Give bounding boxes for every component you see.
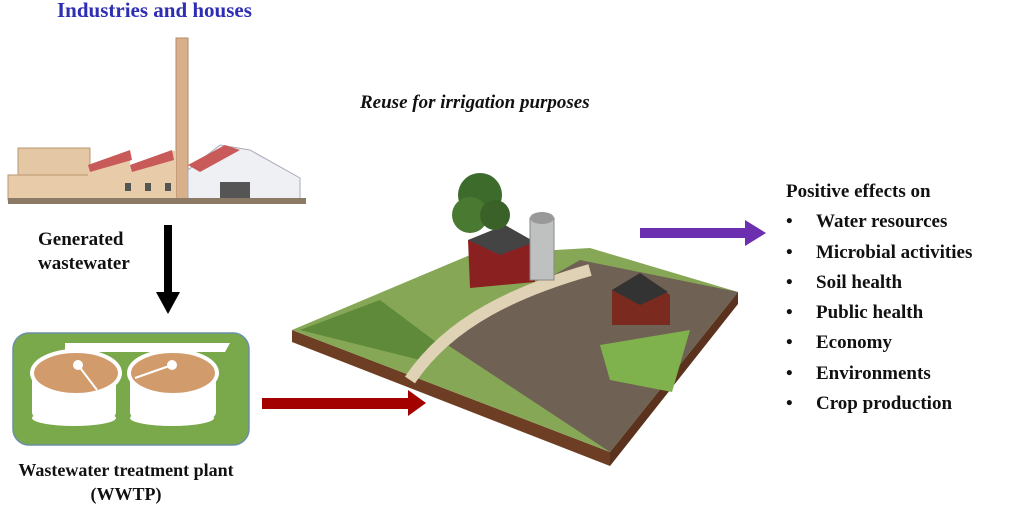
effect-item: •Soil health (786, 271, 903, 293)
plant-label-line1: Wastewater treatment plant (18, 460, 234, 480)
effects-heading: Positive effects on (786, 181, 931, 202)
farm-illustration (292, 173, 738, 466)
flow-label-line1: Generated (38, 229, 124, 250)
arrow-right-red (262, 390, 426, 416)
effect-item: •Crop production (786, 393, 953, 415)
flow-label: Generated wastewater (38, 228, 130, 276)
effect-item: •Public health (786, 302, 924, 324)
effect-item: •Microbial activities (786, 241, 973, 263)
effect-item: •Environments (786, 362, 931, 384)
flow-label-line2: wastewater (38, 253, 130, 274)
factory-illustration (7, 37, 306, 204)
reuse-label: Reuse for irrigation purposes (360, 92, 590, 113)
source-label: Industries and houses (57, 0, 252, 22)
effects-list: Positive effects on •Water resources •Mi… (786, 177, 972, 419)
wwtp-illustration (12, 332, 250, 446)
effect-item: •Water resources (786, 211, 948, 233)
effect-item: •Economy (786, 332, 892, 354)
plant-label: Wastewater treatment plant (WWTP) (0, 458, 252, 506)
plant-label-line2: (WWTP) (90, 484, 162, 504)
arrow-right-purple (640, 220, 766, 246)
arrow-down-black (156, 225, 180, 314)
